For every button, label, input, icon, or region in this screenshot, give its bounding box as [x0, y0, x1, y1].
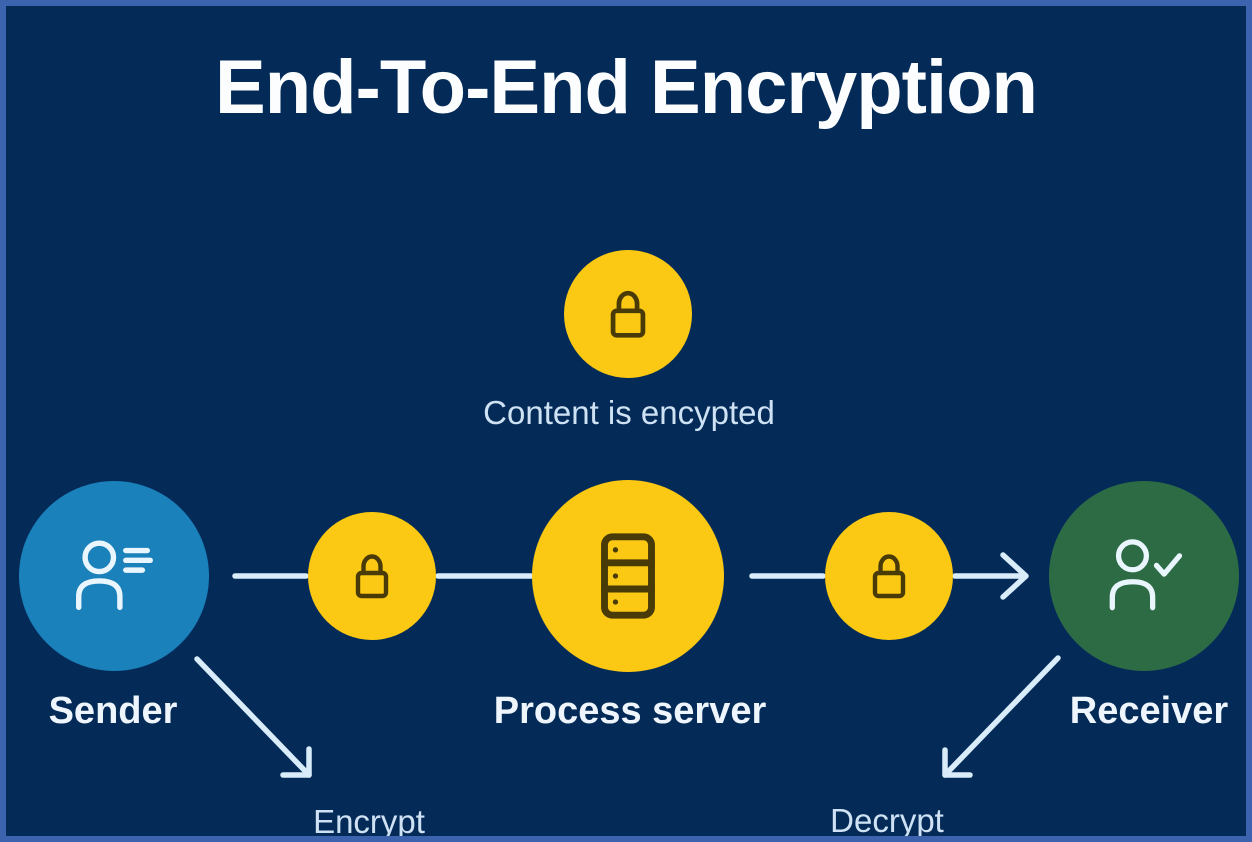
process-server-label: Process server [493, 690, 767, 732]
encrypted-content-node [564, 250, 692, 378]
lock-icon [872, 554, 906, 599]
encrypt-label: Encrypt [313, 803, 425, 840]
encrypt-arrowhead [280, 746, 312, 778]
encryption-key-node-2 [825, 512, 953, 640]
encrypted-content-caption: Content is encypted [483, 394, 775, 431]
lock-icon [355, 554, 389, 599]
arrowhead-to-receiver [1000, 552, 1029, 600]
flow-connectors [194, 552, 1061, 778]
sender-label: Sender [48, 690, 178, 732]
encrypt-arrow-shaft [194, 656, 312, 778]
sender-node [19, 481, 209, 671]
page-title: End-To-End Encryption [215, 45, 1038, 130]
lock-icon [610, 290, 646, 338]
person-check-icon [1109, 539, 1183, 611]
receiver-label: Receiver [1069, 690, 1229, 732]
person-lines-icon [76, 540, 153, 611]
encryption-key-node-1 [308, 512, 436, 640]
process-server-node [532, 480, 724, 672]
decrypt-label: Decrypt [830, 802, 944, 839]
decrypt-arrow-shaft [942, 655, 1061, 778]
receiver-node [1049, 481, 1239, 671]
server-icon [601, 533, 655, 619]
decrypt-arrowhead [942, 747, 973, 778]
